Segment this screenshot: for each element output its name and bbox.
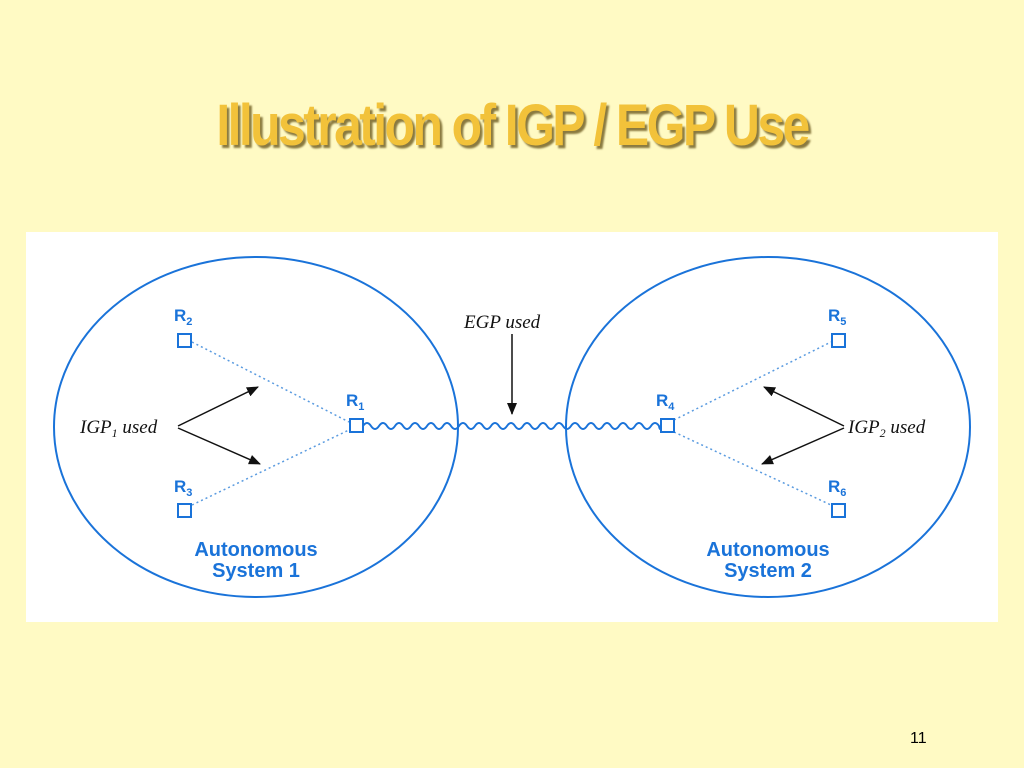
- as2-label-line2: System 2: [724, 560, 812, 582]
- router-r2-label: R2: [174, 306, 192, 328]
- page-number: 11: [910, 730, 927, 747]
- link-r4-r5: [673, 341, 832, 421]
- router-r4-label: R4: [656, 391, 675, 413]
- egp-label: EGP used: [463, 312, 541, 333]
- as2-label-line1: Autonomous: [706, 539, 829, 561]
- igp1-label: IGP1 used: [79, 417, 158, 440]
- router-r6-label: R6: [828, 477, 846, 499]
- router-r5-label: R5: [828, 306, 846, 328]
- link-r2-r1: [191, 341, 350, 423]
- router-r1-box: [349, 418, 364, 433]
- igp2-arrow-up: [763, 386, 845, 427]
- igp2-arrow-down: [761, 427, 845, 465]
- slide-title: Illustration of IGP / EGP Use: [216, 93, 810, 158]
- as1-label-line2: System 1: [212, 560, 300, 582]
- link-r4-r6: [673, 431, 832, 506]
- router-r6-box: [831, 503, 846, 518]
- router-r3-label: R3: [174, 477, 192, 499]
- link-r3-r1: [191, 429, 350, 506]
- router-r2-box: [177, 333, 192, 348]
- as2-boundary: [565, 256, 971, 598]
- igp2-label: IGP2 used: [847, 417, 926, 440]
- diagram-panel: R1 R2 R3 R4 R5 R6 EGP used IGP1 used IGP…: [26, 232, 998, 622]
- router-r1-label: R1: [346, 391, 364, 413]
- as1-label-line1: Autonomous: [194, 539, 317, 561]
- igp1-arrow-down: [177, 427, 261, 465]
- router-r3-box: [177, 503, 192, 518]
- igp1-arrow-up: [177, 386, 259, 427]
- igp-egp-diagram: R1 R2 R3 R4 R5 R6 EGP used IGP1 used IGP…: [53, 256, 971, 598]
- router-r5-box: [831, 333, 846, 348]
- egp-link: [362, 422, 662, 430]
- router-r4-box: [660, 418, 675, 433]
